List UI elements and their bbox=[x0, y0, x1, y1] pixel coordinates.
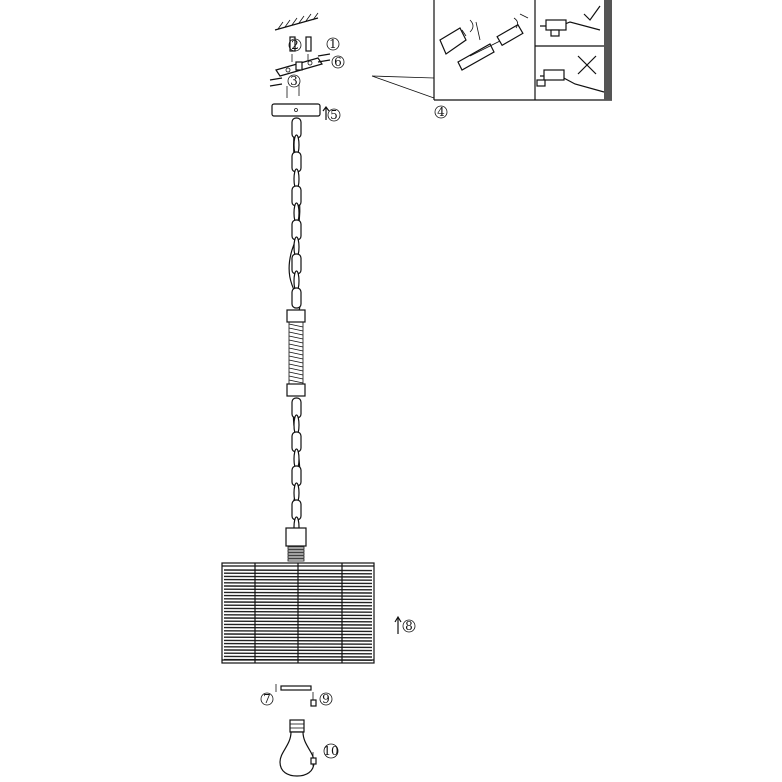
ceiling-hatch bbox=[274, 12, 319, 31]
suspension-chain bbox=[285, 117, 307, 562]
callout-2-label: 2 bbox=[291, 38, 299, 52]
callout-6: 6 bbox=[331, 55, 345, 69]
canopy bbox=[271, 103, 321, 117]
callout-3: 3 bbox=[287, 74, 301, 88]
callout-8: 8 bbox=[394, 615, 416, 634]
chain-links-upper bbox=[291, 117, 302, 309]
detail-leader-top bbox=[371, 75, 435, 79]
detail-leader-bottom bbox=[371, 75, 435, 99]
light-bulb bbox=[279, 719, 317, 777]
correct-connection bbox=[540, 5, 601, 37]
callout-5-label: 5 bbox=[330, 108, 338, 122]
check-mark-icon bbox=[583, 5, 601, 21]
wiring-detail-panel: 4 bbox=[371, 0, 612, 119]
callout-7-label: 7 bbox=[263, 692, 271, 706]
callout-1: 1 bbox=[326, 37, 340, 51]
wall-hatch bbox=[604, 0, 612, 100]
wrong-connection bbox=[536, 55, 605, 93]
callout-9-label: 9 bbox=[322, 692, 330, 706]
callout-4-label: 4 bbox=[437, 105, 445, 119]
terminal-block bbox=[439, 13, 529, 71]
callout-7: 7 bbox=[260, 692, 274, 706]
callout-10: 10 bbox=[323, 743, 339, 759]
drum-shade bbox=[221, 562, 375, 664]
mounting-bracket bbox=[275, 57, 323, 77]
callout-1-label: 1 bbox=[329, 37, 337, 51]
ceiling-mount-group: 1 2 3 6 5 bbox=[269, 12, 345, 122]
lamp-holder bbox=[285, 527, 307, 562]
callout-4: 4 bbox=[434, 105, 448, 119]
chain-link bbox=[291, 287, 302, 309]
chain-links-lower bbox=[291, 397, 302, 538]
bracket-screws bbox=[269, 53, 331, 98]
callout-3-label: 3 bbox=[290, 74, 298, 88]
callout-9: 9 bbox=[319, 692, 333, 706]
callout-5: 5 bbox=[322, 106, 341, 122]
cord-cover-sleeve bbox=[286, 309, 306, 397]
callout-10-label: 10 bbox=[323, 744, 338, 758]
callout-6-label: 6 bbox=[334, 55, 342, 69]
callout-2: 2 bbox=[288, 38, 302, 52]
shade-ring bbox=[275, 684, 317, 707]
wall-anchors bbox=[289, 36, 312, 62]
callout-8-label: 8 bbox=[405, 619, 413, 633]
